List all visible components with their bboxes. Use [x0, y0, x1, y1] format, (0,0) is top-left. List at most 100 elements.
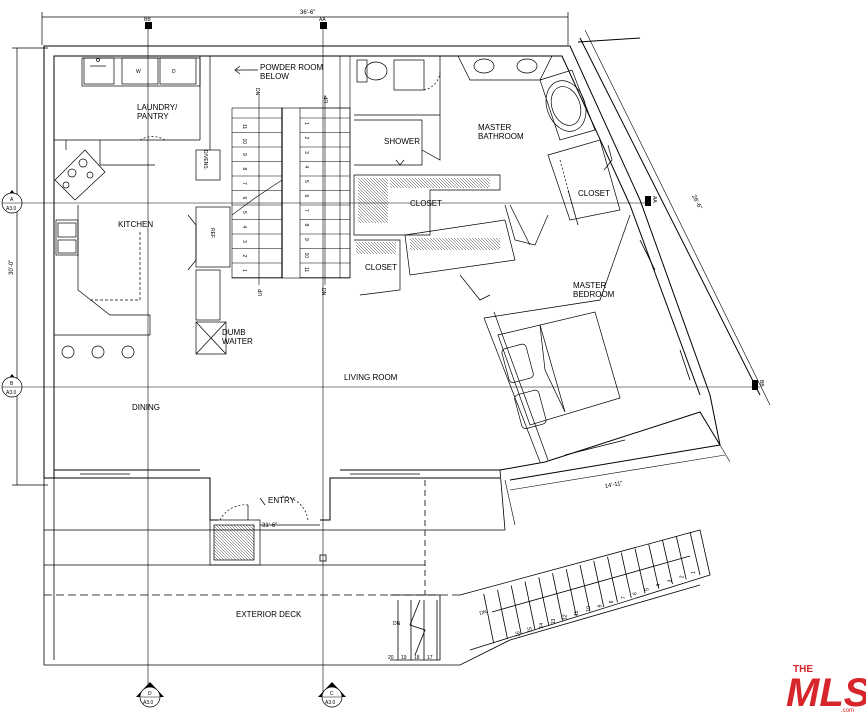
deck-dn-label-2: DN [479, 609, 488, 617]
powder-room-label: POWDER ROOM [260, 63, 323, 72]
pantry-label: PANTRY [137, 112, 169, 121]
entry-area [209, 495, 320, 566]
entry-width-label: 31'-6" [262, 523, 277, 529]
stair-step-number: 7 [303, 209, 309, 212]
closet-right-label: CLOSET [578, 189, 610, 198]
logo-the: THE [793, 664, 813, 675]
stair-step-number: 5 [303, 180, 309, 183]
grid-a-sheet: A3.0 [6, 206, 17, 212]
exterior-walls [43, 37, 761, 521]
master-bathroom [354, 55, 621, 226]
dryer-label: D [172, 69, 176, 75]
grid-a-letter: A [10, 197, 14, 203]
grid-d-letter: D [148, 691, 152, 697]
stair-up-left: UP [258, 288, 264, 296]
living-room-label: LIVING ROOM [344, 373, 398, 382]
bb-right-label: BB [758, 380, 764, 387]
deck-step-number: 9 [598, 605, 604, 608]
laundry-room [54, 56, 211, 150]
logo-com: .com [841, 708, 854, 714]
stair-step-number: 3 [303, 151, 309, 154]
stair-step-number: 11 [303, 267, 309, 272]
grid-marker-d [136, 682, 164, 708]
stair-step-number: 3 [241, 240, 247, 243]
stair-numbers-right: 1 2 3 4 5 6 7 8 9 10 11 [303, 122, 309, 272]
deck-step-number: 12 [562, 614, 568, 620]
grid-c-letter: C [330, 691, 334, 697]
stair-step-number: 2 [303, 137, 309, 140]
bedroom-dimensions [504, 29, 771, 526]
deck-step-number: 18 [414, 655, 420, 661]
top-dimension [41, 12, 569, 45]
deck-step-number: 19 [401, 655, 407, 661]
ref-label: REF. [209, 228, 215, 239]
stair-step-number: 1 [303, 122, 309, 125]
powder-arrow [234, 65, 258, 75]
deck-step-number: 7 [621, 596, 627, 599]
grid-b-sheet: A3.0 [6, 390, 17, 396]
grid-marker-a [1, 190, 650, 214]
laundry-label: LAUNDRY/ [137, 103, 178, 112]
mls-logo: THE MLS .com [786, 664, 866, 715]
master-bath-label-2: BATHROOM [478, 132, 524, 141]
stair-step-number: 8 [303, 224, 309, 227]
deck-step-number: 14 [539, 623, 545, 629]
kitchen [54, 140, 231, 359]
left-dimension [12, 47, 48, 486]
closet-left-label: CLOSET [365, 263, 397, 272]
exterior-deck [43, 469, 711, 666]
aa-top-label: AA [319, 17, 326, 23]
deck-step-number: 20 [388, 655, 394, 661]
logo-mls: MLS [786, 671, 866, 715]
stair-step-number: 9 [241, 153, 247, 156]
stair-step-number: 9 [303, 238, 309, 241]
master-bed-label-1: MASTER [573, 281, 607, 290]
grid-c-sheet: A3.0 [325, 700, 336, 706]
exterior-deck-label: EXTERIOR DECK [236, 610, 302, 619]
central-stairs [231, 56, 351, 285]
stair-step-number: 4 [303, 166, 309, 169]
dumb-waiter-label-1: DUMB [222, 328, 246, 337]
stair-step-number: 6 [303, 195, 309, 198]
stair-step-number: 5 [241, 211, 247, 214]
deck-step-number: 17 [427, 655, 433, 661]
stair-step-number: 7 [241, 182, 247, 185]
powder-below-label: BELOW [260, 72, 289, 81]
deck-step-number: 13 [551, 618, 557, 624]
grid-b-letter: B [10, 381, 14, 387]
shower-label: SHOWER [384, 137, 420, 146]
top-section-markers [145, 22, 327, 700]
stair-step-number: 6 [241, 197, 247, 200]
stair-dn-right: DN [320, 288, 326, 296]
deck-dn-label: DN [393, 621, 401, 627]
stair-up-right: UP [324, 95, 330, 103]
dumb-waiter-label-2: WAITER [222, 337, 253, 346]
master-bath-label-1: MASTER [478, 123, 512, 132]
bedroom-width-label: 14'-11" [604, 481, 623, 490]
overall-depth-label: 30'-0" [9, 260, 15, 275]
kitchen-label: KITCHEN [118, 220, 153, 229]
washer-label: W [136, 69, 141, 75]
stair-dn-left: DN [254, 88, 260, 96]
deck-step-number: 3 [668, 579, 674, 582]
master-bed-label-2: BEDROOM [573, 290, 615, 299]
dw-vens-label: D/VENS. [202, 150, 208, 170]
deck-stair-numbers-lower: 17 18 19 20 [388, 655, 433, 661]
master-bedroom [483, 214, 631, 463]
stair-step-number: 10 [303, 253, 309, 259]
windows [80, 239, 691, 475]
deck-step-number: 16 [516, 631, 522, 637]
center-closets [353, 174, 549, 301]
bedroom-depth-label: 26'-6" [690, 194, 702, 210]
stair-step-number: 10 [241, 139, 247, 145]
stair-step-number: 11 [241, 124, 247, 129]
deck-step-number: 11 [574, 610, 580, 615]
stair-step-number: 1 [241, 269, 247, 272]
overall-width-label: 36'-6" [300, 10, 315, 16]
stair-step-number: 2 [241, 255, 247, 258]
stair-step-number: 8 [241, 168, 247, 171]
deck-step-number: 1 [691, 571, 697, 574]
